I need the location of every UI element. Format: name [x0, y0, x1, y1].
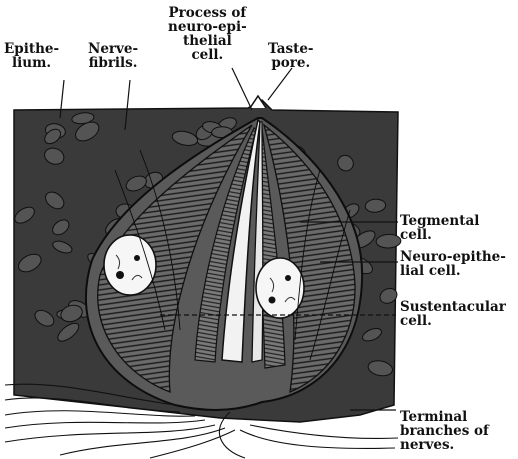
cell-nucleus-right — [256, 258, 304, 318]
label-nerve-fibrils: Nerve-fibrils. — [88, 42, 138, 70]
label-taste-pore: Taste-pore. — [268, 42, 314, 70]
label-neuro-epithelial-cell: Neuro-epithe-lial cell. — [400, 250, 506, 278]
label-epithelium: Epithe-lium. — [4, 42, 59, 70]
